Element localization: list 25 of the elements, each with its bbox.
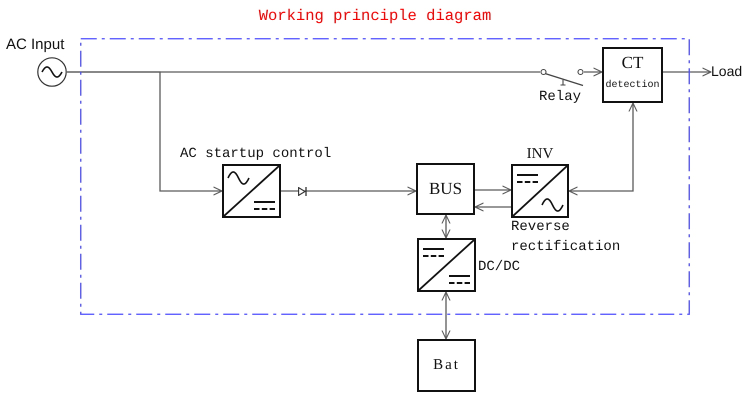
block-note: Reverse rectification	[511, 218, 622, 258]
process-box	[417, 339, 476, 392]
box-title: BUS	[428, 179, 462, 199]
arrow	[584, 67, 603, 77]
arrow	[441, 291, 451, 340]
box-title: Bat	[433, 357, 460, 374]
arrow	[67, 71, 223, 196]
process-box	[602, 47, 663, 103]
output-label: Load	[711, 63, 742, 80]
box-subtitle: detection	[606, 80, 660, 92]
source-label: AC Input	[6, 36, 64, 54]
boundary-frame	[80, 38, 690, 315]
arrow	[663, 67, 712, 77]
arrow	[568, 102, 638, 196]
switch-label: Relay	[539, 89, 582, 106]
diagram-title: Working principle diagram	[258, 8, 492, 26]
arrow	[281, 186, 417, 196]
arrow	[441, 214, 451, 239]
box-title: CT	[622, 53, 644, 73]
arrow	[474, 202, 511, 212]
process-box	[416, 163, 475, 215]
arrow	[475, 185, 512, 195]
block-label: DC/DC	[478, 259, 520, 276]
block-label: AC startup control	[180, 146, 332, 162]
block-label: INV	[526, 146, 554, 164]
